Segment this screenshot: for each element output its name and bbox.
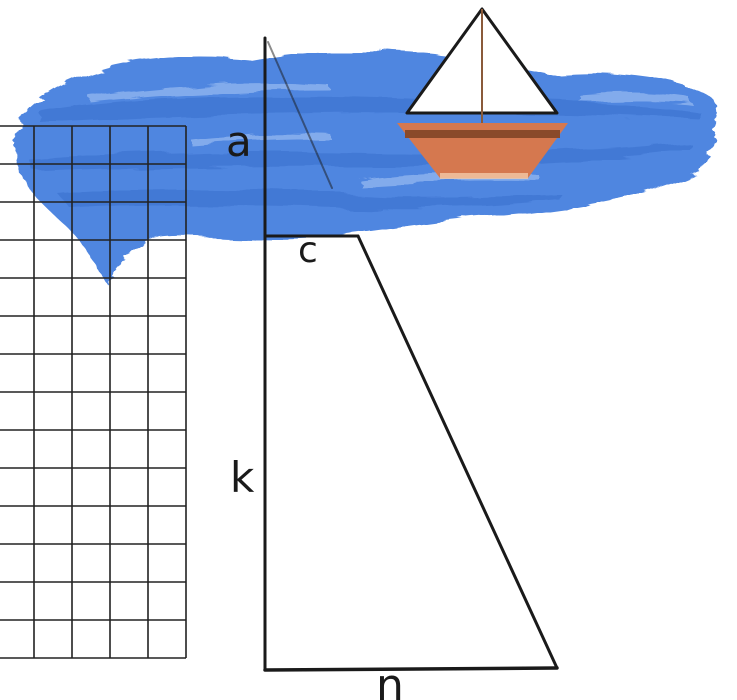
water-streak <box>60 189 560 209</box>
trapezoid <box>263 36 559 672</box>
slant-line-a <box>267 41 333 189</box>
label-a: a <box>226 117 252 166</box>
water-streak <box>30 142 690 172</box>
boat-hull-stripe <box>405 130 560 138</box>
trapezoid-side-n <box>263 666 559 672</box>
label-c: c <box>298 230 318 271</box>
label-n: n <box>376 660 404 700</box>
sailboat-icon <box>397 7 568 179</box>
label-k: k <box>230 453 255 502</box>
square-grid <box>0 125 187 659</box>
trapezoid-slant-side <box>356 234 559 670</box>
boat-waterline <box>440 173 528 179</box>
